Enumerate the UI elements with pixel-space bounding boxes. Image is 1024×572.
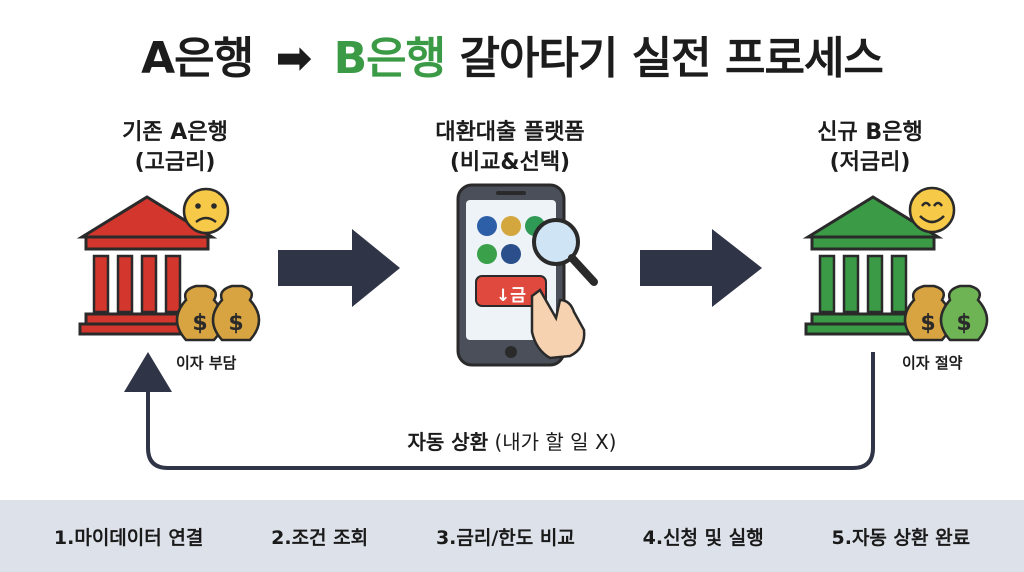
new-bank-caption: 이자 절약 <box>902 354 963 372</box>
step-2: 2.조건 조회 <box>271 526 369 549</box>
rate-down-label: ↓금 <box>496 286 526 306</box>
money-bag-green-icon: $ $ <box>903 284 989 342</box>
step-1: 1.마이데이터 연결 <box>53 526 204 549</box>
old-bank-label: 기존 A은행 (고금리) <box>75 118 275 178</box>
title-arrow-icon: ➡ <box>275 33 312 84</box>
green-bank-icon <box>802 195 944 336</box>
svg-text:$: $ <box>956 311 971 336</box>
return-arrowhead-icon <box>124 352 172 392</box>
page-title: A은행 ➡ B은행 갈아타기 실전 프로세스 <box>0 22 1024 86</box>
old-bank-label-line2: (고금리) <box>134 150 216 175</box>
step-3: 3.금리/한도 비교 <box>435 526 575 549</box>
title-part-rest: 갈아타기 실전 프로세스 <box>459 33 883 84</box>
new-bank-label: 신규 B은행 (저금리) <box>770 118 970 178</box>
money-bag-icon: $ $ <box>175 284 261 342</box>
platform-label-line2: (비교&선택) <box>449 150 571 175</box>
title-part-a: A은행 <box>141 33 254 84</box>
svg-text:$: $ <box>228 311 243 336</box>
title-part-b: B은행 <box>333 33 446 84</box>
happy-face-icon <box>908 186 956 234</box>
rate-down-button <box>475 275 547 307</box>
auto-repay-label: 자동 상환 (내가 할 일 X) <box>0 426 1024 455</box>
magnifier-icon <box>532 218 598 286</box>
old-bank-caption: 이자 부담 <box>176 354 237 372</box>
auto-repay-note: (내가 할 일 X) <box>494 430 617 454</box>
step-4: 4.신청 및 실행 <box>642 526 764 549</box>
sad-face-icon <box>182 187 230 235</box>
svg-text:$: $ <box>192 311 207 336</box>
new-bank-label-line2: (저금리) <box>829 150 911 175</box>
red-bank-icon <box>76 195 218 336</box>
return-loop-line <box>146 352 875 470</box>
platform-label: 대환대출 플랫폼 (비교&선택) <box>400 118 620 178</box>
auto-repay-strong: 자동 상환 <box>407 430 489 454</box>
platform-label-line1: 대환대출 플랫폼 <box>435 120 585 145</box>
svg-text:$: $ <box>920 311 935 336</box>
old-bank-label-line1: 기존 A은행 <box>122 120 228 145</box>
arrow-2-icon <box>640 229 762 307</box>
steps-bar: 1.마이데이터 연결 2.조건 조회 3.금리/한도 비교 4.신청 및 실행 … <box>0 500 1024 572</box>
process-diagram: $ $ <box>76 183 989 470</box>
step-5: 5.자동 상환 완료 <box>831 526 971 549</box>
new-bank-label-line1: 신규 B은행 <box>817 120 923 145</box>
arrow-1-icon <box>278 229 400 307</box>
pointing-hand-icon <box>530 288 586 360</box>
